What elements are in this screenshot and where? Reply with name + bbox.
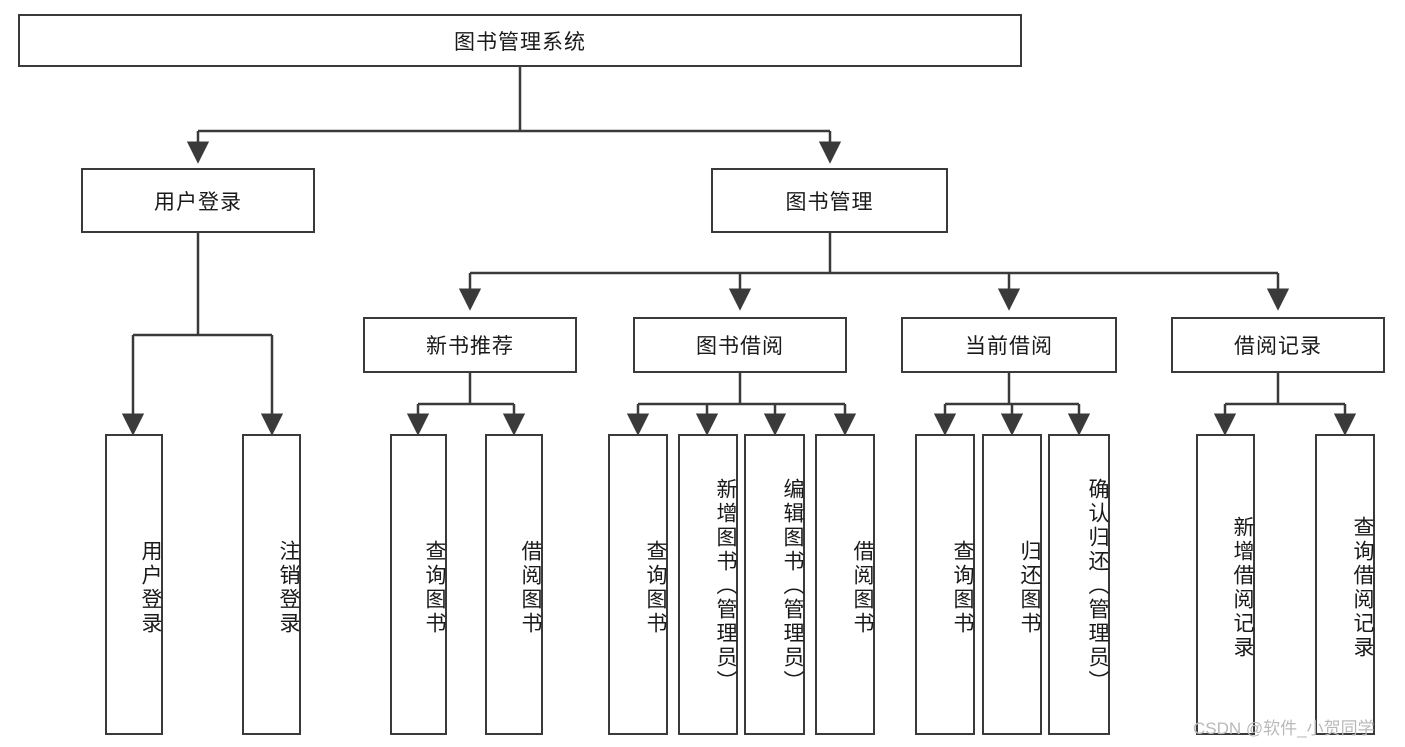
leaf-current-borrow-confirm-return[interactable]: 确认归还（管理员） (1048, 434, 1110, 735)
node-book-management[interactable]: 图书管理 (711, 168, 948, 233)
leaf-current-borrow-query[interactable]: 查询图书 (915, 434, 975, 735)
node-book-borrow[interactable]: 图书借阅 (633, 317, 847, 373)
node-borrow-record[interactable]: 借阅记录 (1171, 317, 1385, 373)
node-user-login[interactable]: 用户登录 (81, 168, 315, 233)
leaf-new-book-borrow[interactable]: 借阅图书 (485, 434, 543, 735)
leaf-book-borrow-lend[interactable]: 借阅图书 (815, 434, 875, 735)
node-root-system[interactable]: 图书管理系统 (18, 14, 1022, 67)
leaf-borrow-record-query[interactable]: 查询借阅记录 (1315, 434, 1375, 735)
leaf-user-login-signout[interactable]: 注销登录 (242, 434, 301, 735)
leaf-book-borrow-query[interactable]: 查询图书 (608, 434, 668, 735)
leaf-user-login-signin[interactable]: 用户登录 (105, 434, 163, 735)
leaf-borrow-record-add[interactable]: 新增借阅记录 (1196, 434, 1255, 735)
csdn-watermark: CSDN @软件_小贺同学 (1193, 719, 1375, 738)
leaf-book-borrow-edit[interactable]: 编辑图书（管理员） (744, 434, 805, 735)
leaf-current-borrow-return[interactable]: 归还图书 (982, 434, 1042, 735)
node-new-book-recommend[interactable]: 新书推荐 (363, 317, 577, 373)
leaf-book-borrow-add[interactable]: 新增图书（管理员） (678, 434, 738, 735)
leaf-new-book-query[interactable]: 查询图书 (390, 434, 447, 735)
node-current-borrow[interactable]: 当前借阅 (901, 317, 1117, 373)
